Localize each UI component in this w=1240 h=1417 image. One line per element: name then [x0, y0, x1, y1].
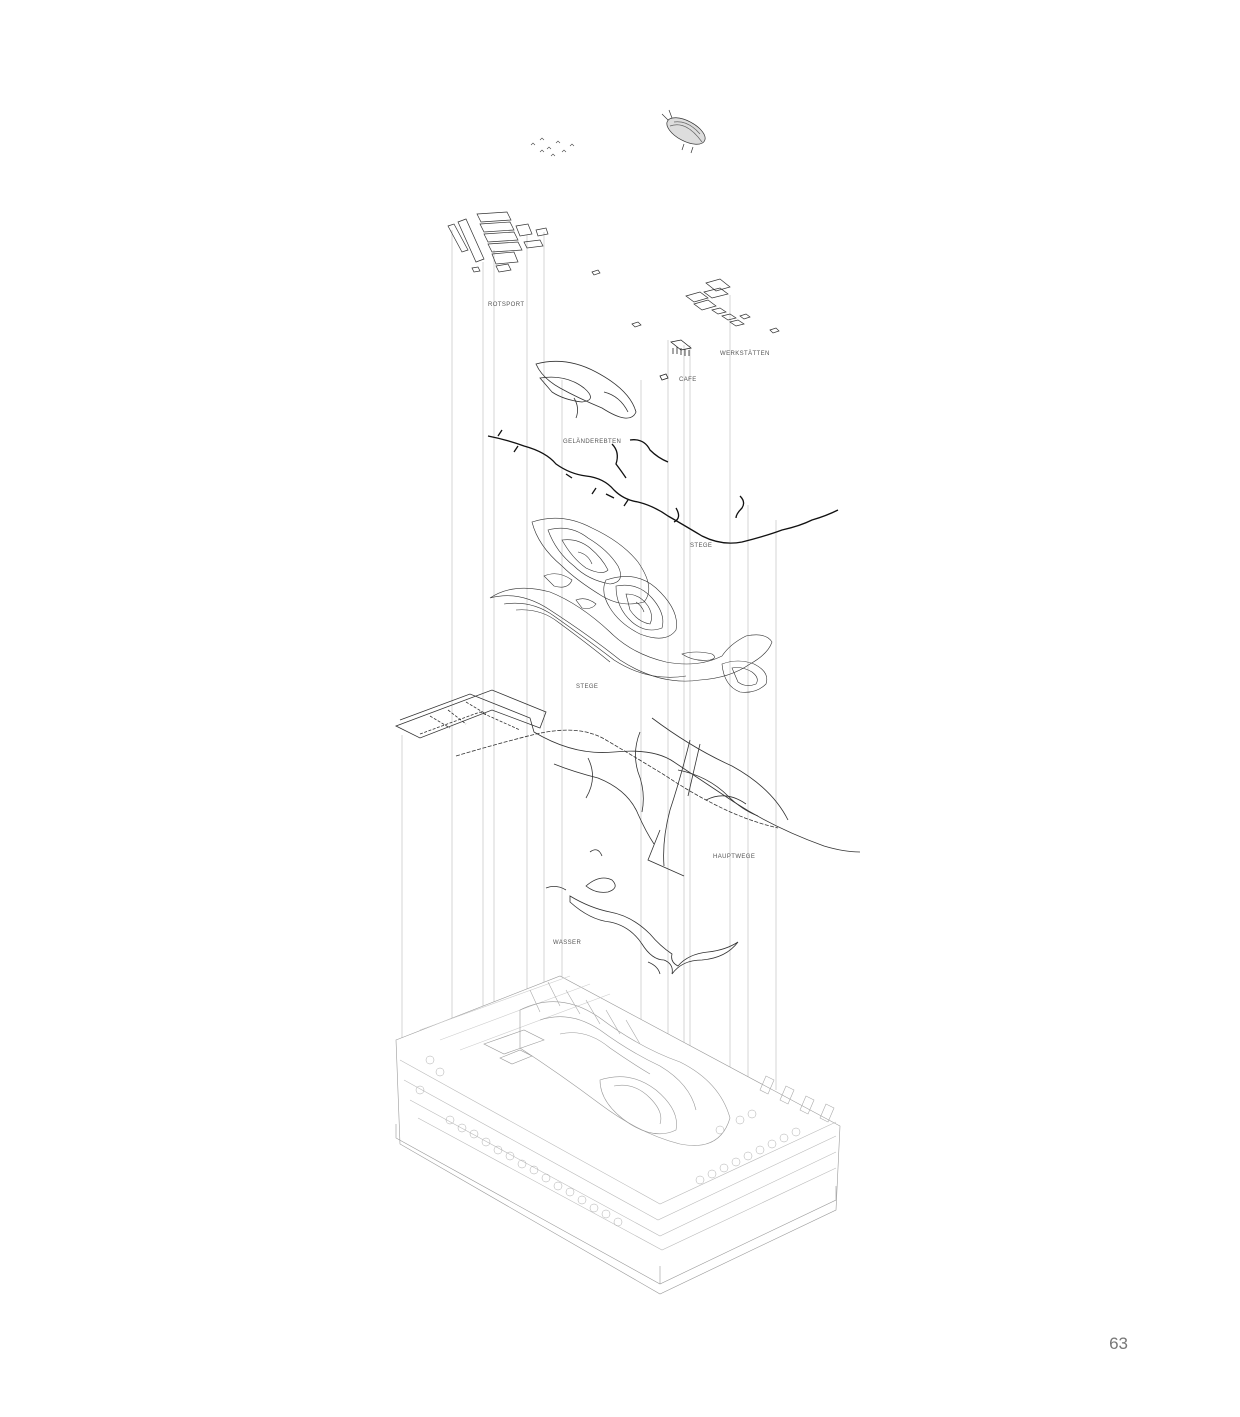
base-model-trees	[415, 1055, 801, 1227]
label-stege-upper: STEGE	[690, 543, 712, 549]
building-cluster-right	[591, 269, 780, 334]
base-model	[395, 975, 841, 1295]
contour-layer-upper	[531, 517, 677, 639]
water-layer	[545, 849, 739, 975]
terrain-edges-layer	[535, 360, 637, 419]
cafe-building	[659, 339, 692, 381]
paths-layer-bold	[487, 429, 839, 544]
label-gelaenderebten: GELÄNDEREBTEN	[563, 438, 621, 445]
birds-icon	[530, 137, 575, 157]
label-cafe: CAFE	[679, 377, 697, 383]
projection-lines	[401, 230, 777, 1150]
label-stege-lower: STEGE	[576, 684, 598, 690]
label-wasser: WASSER	[553, 940, 581, 946]
airship-icon	[661, 109, 706, 154]
contour-layer-lower	[489, 587, 773, 693]
main-paths-layer	[395, 689, 861, 877]
building-cluster-left	[447, 211, 549, 273]
page-number: 63	[1109, 1334, 1128, 1353]
label-rotsport: ROTSPORT	[488, 302, 524, 308]
label-werkstaetten: WERKSTÄTTEN	[720, 350, 770, 357]
label-hauptwege: HAUPTWEGE	[713, 854, 755, 860]
